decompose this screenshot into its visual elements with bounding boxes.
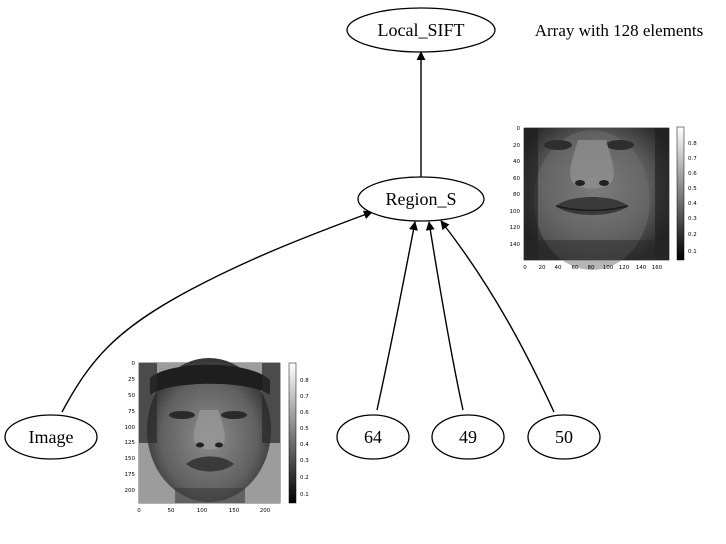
colorbar-tick: 0.1 bbox=[688, 249, 697, 255]
colorbar-tick: 0.4 bbox=[688, 201, 697, 207]
y-tick: 40 bbox=[513, 159, 520, 165]
x-tick: 40 bbox=[555, 265, 562, 271]
x-tick: 100 bbox=[603, 265, 614, 271]
cropped-face-x-ticks: 0 20 40 60 80 100 120 140 160 bbox=[523, 265, 662, 271]
y-tick: 100 bbox=[510, 209, 521, 215]
full-face-colorbar: 0.8 0.7 0.6 0.5 0.4 0.3 0.2 0.1 bbox=[288, 362, 309, 504]
x-tick: 160 bbox=[652, 265, 663, 271]
y-tick: 200 bbox=[125, 488, 136, 494]
node-image[interactable]: Image bbox=[4, 414, 98, 460]
node-label-region-s: Region_S bbox=[385, 189, 456, 209]
cropped-face-plot: 0 20 40 60 80 100 120 140 0 20 40 60 80 … bbox=[510, 126, 698, 271]
edge-50-to-region bbox=[440, 220, 555, 413]
y-tick: 60 bbox=[513, 176, 520, 182]
node-region-s[interactable]: Region_S bbox=[357, 176, 485, 222]
edge-image-to-region bbox=[61, 210, 373, 413]
colorbar-tick: 0.7 bbox=[300, 394, 309, 400]
colorbar-tick: 0.5 bbox=[300, 426, 309, 432]
colorbar-tick: 0.8 bbox=[688, 141, 697, 147]
colorbar-tick: 0.5 bbox=[688, 186, 697, 192]
x-tick: 140 bbox=[636, 265, 647, 271]
colorbar-tick: 0.2 bbox=[688, 232, 697, 238]
y-tick: 100 bbox=[125, 425, 136, 431]
node-label-local-sift: Local_SIFT bbox=[378, 20, 465, 40]
y-tick: 140 bbox=[510, 242, 521, 248]
y-tick: 175 bbox=[125, 472, 136, 478]
colorbar-tick: 0.2 bbox=[300, 475, 309, 481]
y-tick: 150 bbox=[125, 456, 136, 462]
colorbar-tick: 0.6 bbox=[688, 171, 697, 177]
node-64[interactable]: 64 bbox=[336, 414, 410, 460]
edge-64-to-region bbox=[376, 221, 418, 411]
colorbar-tick: 0.8 bbox=[300, 378, 309, 384]
node-local-sift[interactable]: Local_SIFT bbox=[346, 7, 496, 53]
x-tick: 150 bbox=[229, 508, 240, 514]
colorbar-tick: 0.7 bbox=[688, 156, 697, 162]
cropped-face-image bbox=[524, 128, 669, 270]
cropped-face-colorbar: 0.8 0.7 0.6 0.5 0.4 0.3 0.2 0.1 bbox=[676, 126, 697, 261]
x-tick: 200 bbox=[260, 508, 271, 514]
x-tick: 50 bbox=[168, 508, 175, 514]
full-face-image bbox=[139, 358, 280, 503]
y-tick: 120 bbox=[510, 225, 521, 231]
colorbar-tick: 0.3 bbox=[688, 216, 697, 222]
x-tick: 100 bbox=[197, 508, 208, 514]
x-tick: 60 bbox=[572, 265, 579, 271]
y-tick: 75 bbox=[128, 409, 135, 415]
y-tick: 25 bbox=[128, 377, 135, 383]
node-label-49: 49 bbox=[459, 427, 477, 447]
edges bbox=[61, 51, 555, 413]
y-tick: 0 bbox=[517, 126, 521, 132]
node-50[interactable]: 50 bbox=[527, 414, 601, 460]
y-tick: 0 bbox=[132, 361, 136, 367]
x-tick: 80 bbox=[588, 265, 595, 271]
node-label-50: 50 bbox=[555, 427, 573, 447]
colorbar-tick: 0.4 bbox=[300, 442, 309, 448]
edge-49-to-region bbox=[425, 221, 464, 411]
y-tick: 20 bbox=[513, 143, 520, 149]
colorbar-tick: 0.1 bbox=[300, 492, 309, 498]
node-49[interactable]: 49 bbox=[431, 414, 505, 460]
node-label-64: 64 bbox=[364, 427, 382, 447]
x-tick: 120 bbox=[619, 265, 630, 271]
cropped-face-y-ticks: 0 20 40 60 80 100 120 140 bbox=[510, 126, 521, 248]
colorbar-tick: 0.6 bbox=[300, 410, 309, 416]
y-tick: 80 bbox=[513, 192, 520, 198]
full-face-y-ticks: 0 25 50 75 100 125 150 175 200 bbox=[125, 361, 136, 494]
full-face-plot: 0 25 50 75 100 125 150 175 200 0 50 100 … bbox=[125, 358, 309, 514]
x-tick: 0 bbox=[137, 508, 141, 514]
y-tick: 125 bbox=[125, 440, 136, 446]
x-tick: 20 bbox=[539, 265, 546, 271]
colorbar-tick: 0.3 bbox=[300, 458, 309, 464]
y-tick: 50 bbox=[128, 393, 135, 399]
x-tick: 0 bbox=[523, 265, 527, 271]
annotation-array-text: Array with 128 elements bbox=[535, 21, 704, 40]
node-label-image: Image bbox=[29, 427, 74, 447]
full-face-x-ticks: 0 50 100 150 200 bbox=[137, 508, 270, 514]
